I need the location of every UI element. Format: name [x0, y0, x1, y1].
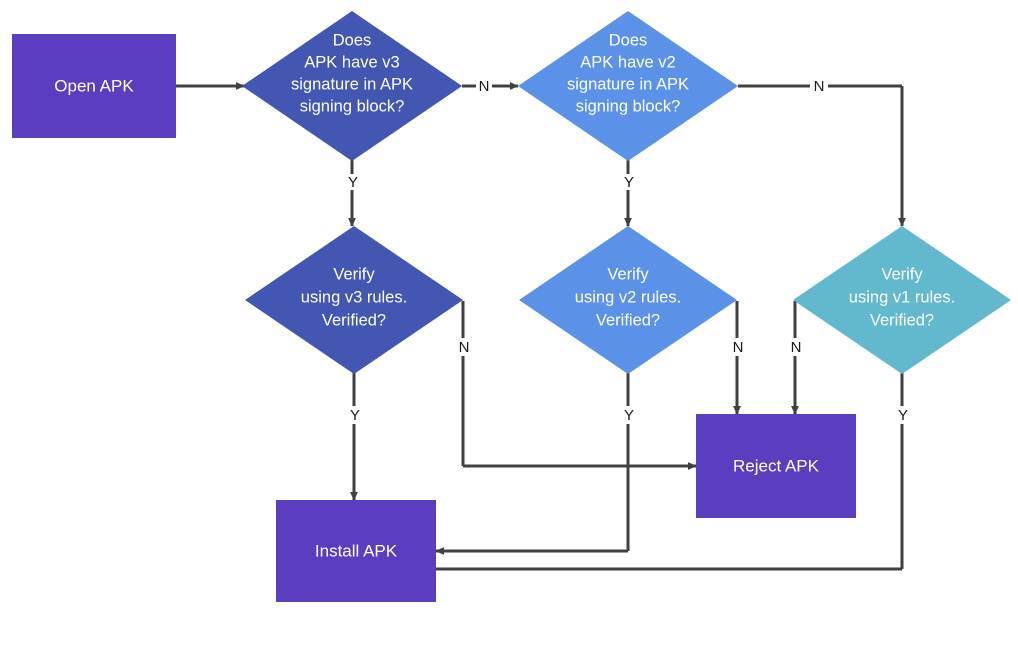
edge-label-verify-v2-no: N: [733, 339, 744, 356]
has-v2-label-line-2: APK have v2: [580, 53, 675, 71]
open-apk-label: Open APK: [54, 76, 134, 95]
edge-verify-v1-no-to-reject-apk: N: [791, 301, 802, 415]
open-apk-box[interactable]: Open APK: [12, 34, 176, 138]
edge-verify-v3-no-to-reject-apk: N: [459, 301, 697, 470]
edge-verify-v2-no-to-reject-apk: N: [733, 301, 744, 415]
verify-v1-label-line-3: Verified?: [870, 311, 934, 329]
verify-v2-label-line-2: using v2 rules.: [575, 288, 681, 306]
edge-label-verify-v2-yes: Y: [624, 407, 634, 424]
verify-v1-label-line-2: using v1 rules.: [849, 288, 955, 306]
has-v3-label-line-1: Does: [333, 31, 372, 49]
verify-v3-label-line-3: Verified?: [322, 311, 386, 329]
edge-has-v3-yes-to-verify-v3: Y: [348, 160, 358, 227]
verify-v2-rules-decision[interactable]: Verify using v2 rules. Verified?: [519, 226, 737, 374]
edge-verify-v3-yes-to-install-apk: Y: [350, 373, 360, 501]
edge-has-v2-yes-to-verify-v2: Y: [624, 160, 634, 227]
reject-apk-label: Reject APK: [733, 456, 820, 475]
verify-v1-rules-decision[interactable]: Verify using v1 rules. Verified?: [793, 226, 1011, 374]
edge-label-v2-no: N: [814, 78, 825, 95]
edge-label-v3-no: N: [479, 78, 490, 95]
has-v3-signature-decision[interactable]: Does APK have v3 signature in APK signin…: [242, 11, 462, 161]
edge-verify-v2-yes-to-install-apk: Y: [435, 373, 634, 555]
edge-verify-v1-yes-to-install-apk: Y: [436, 373, 908, 571]
verify-v1-label-line-1: Verify: [881, 265, 923, 283]
has-v2-label-line-1: Does: [609, 31, 648, 49]
edge-has-v3-no-to-has-v2: N: [462, 78, 519, 95]
edge-label-verify-v1-yes: Y: [898, 407, 908, 424]
edge-label-v2-yes: Y: [624, 174, 634, 191]
has-v2-signature-decision[interactable]: Does APK have v2 signature in APK signin…: [518, 11, 738, 161]
has-v2-label-line-3: signature in APK: [567, 75, 689, 93]
edge-label-v3-yes: Y: [348, 174, 358, 191]
install-apk-box[interactable]: Install APK: [276, 500, 436, 602]
verify-v2-label-line-1: Verify: [607, 265, 649, 283]
verify-v3-rules-decision[interactable]: Verify using v3 rules. Verified?: [245, 226, 463, 374]
edge-label-verify-v3-yes: Y: [350, 407, 360, 424]
edge-label-verify-v3-no: N: [459, 339, 470, 356]
verify-v3-label-line-1: Verify: [333, 265, 375, 283]
verify-v2-label-line-3: Verified?: [596, 311, 660, 329]
install-apk-label: Install APK: [315, 541, 398, 560]
reject-apk-box[interactable]: Reject APK: [696, 414, 856, 518]
verify-v3-label-line-2: using v3 rules.: [301, 288, 407, 306]
has-v3-label-line-4: signing block?: [300, 97, 405, 115]
has-v3-label-line-2: APK have v3: [304, 53, 399, 71]
edge-label-verify-v1-no: N: [791, 339, 802, 356]
has-v3-label-line-3: signature in APK: [291, 75, 413, 93]
has-v2-label-line-4: signing block?: [576, 97, 681, 115]
edge-has-v2-no-to-verify-v1: N: [738, 78, 906, 227]
